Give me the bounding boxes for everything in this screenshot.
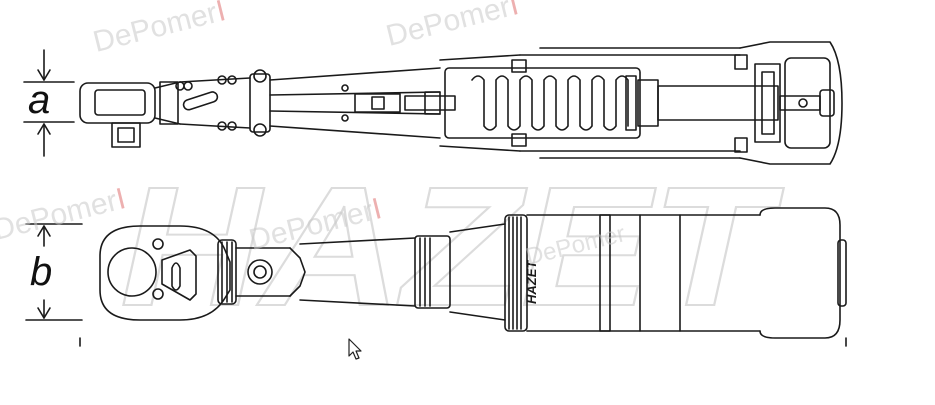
wrench-top-section-view [79,41,843,165]
background-brand-mark: HAZET [119,151,785,343]
handle-brand-mark: HAZET [524,260,539,304]
dimension-a-label: a [28,78,51,122]
dimension-a [23,49,75,157]
arrow-pointer-icon [348,338,362,360]
dimension-b-label: b [30,250,53,294]
dimension-b [25,223,83,321]
wrench-side-view [99,207,847,339]
svg-text:HAZET: HAZET [120,152,784,342]
